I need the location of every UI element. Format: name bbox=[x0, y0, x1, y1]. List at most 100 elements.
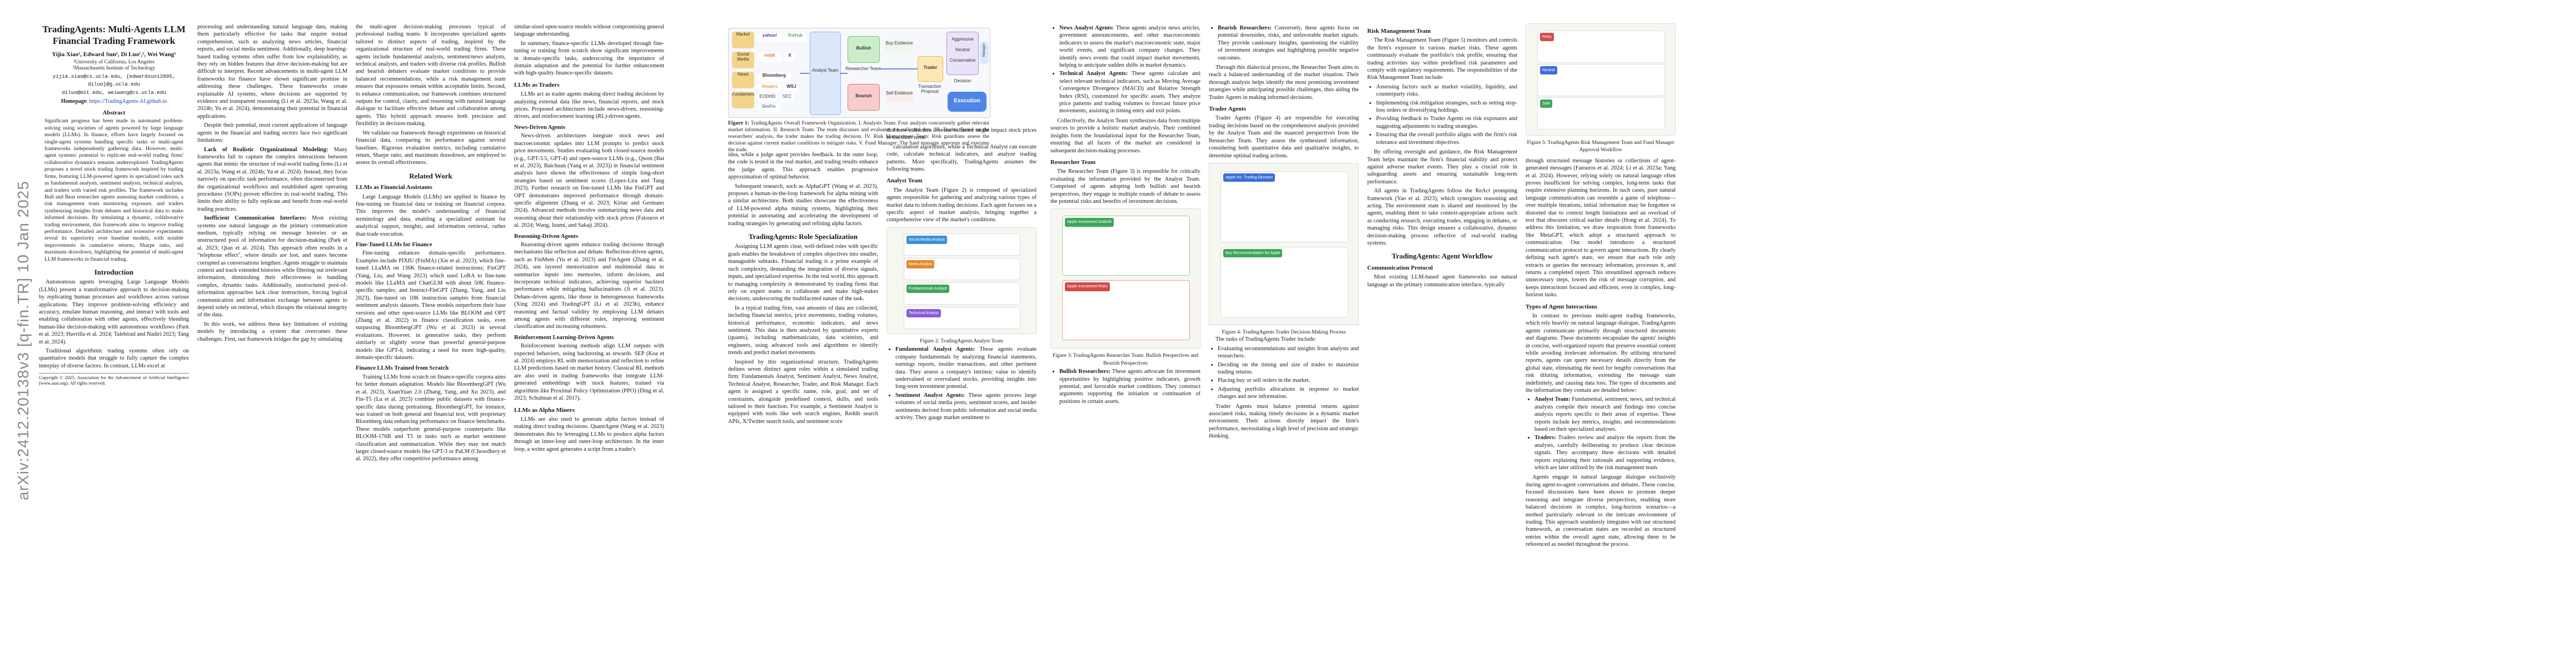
fig4-card-buy: Buy Recommendation for Apple bbox=[1220, 246, 1348, 318]
arrow-sources-to-analysts bbox=[800, 73, 810, 74]
intro-heading: Introduction bbox=[94, 267, 134, 276]
source-social: Social Media bbox=[732, 52, 754, 68]
scratch-heading: Finance LLMs Trained from Scratch bbox=[356, 365, 449, 372]
researcher-team-label-box: Researcher Team bbox=[843, 66, 883, 79]
trader-task-4: Adjusting portfolio allocations in respo… bbox=[1218, 386, 1359, 401]
fig5-card-neutral: Neutral bbox=[1537, 64, 1665, 96]
col5-paragraph-2: Subsequent research, such as AlphaGPT (W… bbox=[728, 183, 878, 227]
arrow-researchers-to-trader bbox=[879, 68, 918, 69]
copyright-footnote: Copyright © 2025, Association for the Ad… bbox=[39, 373, 189, 386]
logo-reuters: Reuters bbox=[758, 84, 782, 92]
sent-analyst-item: Sentiment Analyst Agents: These agents p… bbox=[895, 392, 1037, 422]
col3-paragraph-5: Training LLMs from scratch on finance-sp… bbox=[356, 374, 506, 462]
col4-paragraph-6: Reinforcement learning methods align LLM… bbox=[514, 343, 664, 402]
risk-task-2: Implementing risk mitigation strategies,… bbox=[1376, 99, 1517, 115]
figure-5-caption: Figure 5: TradingAgents Risk Management … bbox=[1527, 140, 1675, 153]
interaction-traders-item: Traders: Traders review and analyze the … bbox=[1534, 434, 1676, 471]
interaction-traders-label: Traders: bbox=[1534, 435, 1556, 441]
researcher-roles-list: Bullish Researchers: These agents advoca… bbox=[1050, 368, 1200, 405]
risk-conservative-label: Conservative bbox=[949, 58, 976, 63]
logo-x: X bbox=[784, 53, 795, 62]
page3-col1: idea, while a judge agent provides feedb… bbox=[728, 151, 878, 651]
finetune-heading: Fine-Tuned LLMs for Finance bbox=[356, 241, 432, 248]
col8-paragraph-4: Trader Agents must balance potential ret… bbox=[1209, 403, 1359, 440]
col8-paragraph-2: Trader Agents (Figure 4) are responsible… bbox=[1209, 115, 1359, 159]
manager-box: Manager bbox=[980, 42, 989, 64]
source-social-label: Social Media bbox=[737, 52, 749, 62]
col4-paragraph-1: similar-sized open-source models without… bbox=[514, 24, 664, 38]
col10-paragraph-3: Agents engage in natural language dialog… bbox=[1526, 474, 1676, 548]
col5-paragraph-5: Inspired by this organizational structur… bbox=[728, 359, 878, 425]
interaction-analyst-text: Fundamental, sentiment, news, and techni… bbox=[1534, 396, 1676, 433]
trader-box: Trader bbox=[918, 56, 943, 82]
logo-reddit: reddit bbox=[758, 53, 782, 62]
interaction-traders-text: Traders review and analyze the reports f… bbox=[1534, 435, 1676, 471]
abstract-heading: Abstract bbox=[102, 109, 126, 117]
risk-aggressive-label: Aggressive bbox=[951, 37, 974, 42]
fig5-card-risky-label: Risky bbox=[1540, 33, 1554, 42]
col4-paragraph-4: News-driven architectures integrate stoc… bbox=[514, 133, 664, 229]
col4-paragraph-5: Reasoning-driven agents enhance trading … bbox=[514, 241, 664, 330]
role-specialization-heading: TradingAgents: Role Specialization bbox=[748, 232, 858, 241]
interaction-analyst-item: Analyst Team: Fundamental, sentiment, ne… bbox=[1534, 396, 1676, 433]
bullish-label: Bullish bbox=[856, 46, 871, 51]
risk-team-box: Aggressive Neutral Conservative bbox=[946, 32, 979, 75]
news-driven-heading: News-Driven Agents bbox=[514, 124, 566, 131]
col2-limitation-1: Lack of Realistic Organizational Modelin… bbox=[197, 146, 347, 213]
logo-finnhub: finnhub bbox=[784, 33, 806, 42]
paper-authors: Yijia Xiao¹, Edward Sun¹, Di Luo¹,², Wei… bbox=[52, 51, 176, 58]
fig2-card-news: News Analyst bbox=[904, 257, 1020, 280]
homepage-link[interactable]: https://TradingAgents-AI.github.io bbox=[89, 98, 167, 104]
page4-col1: News Analyst Agents: These agents analyz… bbox=[1050, 23, 1200, 651]
page1-col1: TradingAgents: Multi-Agents LLM Financia… bbox=[39, 23, 189, 651]
logo-wsj-label: WSJ bbox=[786, 84, 796, 89]
col2-paragraph-2: Despite their potential, most current ap… bbox=[197, 122, 347, 144]
fig4-card-buy-label: Buy Recommendation for Apple bbox=[1223, 248, 1283, 258]
risk-tasks-list: Assessing factors such as market volatil… bbox=[1367, 83, 1517, 146]
tech-analyst-label: Technical Analyst Agents: bbox=[1059, 71, 1128, 77]
col9-paragraph-2: By offering oversight and guidance, the … bbox=[1367, 149, 1517, 185]
sell-evidence-box: Sell Evidence bbox=[885, 91, 913, 103]
fig4-card-decision-label: Apple Inc. Trading Decision bbox=[1223, 173, 1275, 182]
llm-traders-heading: LLMs as Traders bbox=[514, 81, 560, 88]
fig3-card-bull: Apple Investment Outlook bbox=[1062, 216, 1190, 276]
logo-bloomberg-label: Bloomberg bbox=[762, 73, 786, 78]
bearish-label: Bearish bbox=[855, 93, 872, 98]
bull-researcher-item: Bullish Researchers: These agents advoca… bbox=[1059, 368, 1200, 405]
bear-researcher-text: Conversely, these agents focus on potent… bbox=[1218, 25, 1359, 61]
bullish-box: Bullish bbox=[848, 36, 880, 63]
col3-paragraph-2: We validate our framework through experi… bbox=[356, 130, 506, 166]
analyst-roles-list: Fundamental Analyst Agents: These agents… bbox=[886, 346, 1037, 421]
fig2-card-news-label: News Analyst bbox=[906, 260, 935, 269]
arxiv-stamp-text: arXiv:2412.20138v3 [q-fin.TR] 10 Jan 202… bbox=[14, 181, 32, 500]
risk-task-3: Providing feedback to Trader Agents on r… bbox=[1376, 115, 1517, 130]
news-analyst-text: These agents analyze news articles, gove… bbox=[1059, 25, 1200, 69]
limitation-1-label: Lack of Realistic Organizational Modelin… bbox=[204, 146, 328, 153]
fig2-card-social-label: Social Media Analyst bbox=[906, 235, 947, 245]
bear-researcher-label: Bearish Researchers: bbox=[1218, 25, 1272, 31]
col10-paragraph-2: In contrast to previous multi-agent trad… bbox=[1526, 312, 1676, 394]
risk-task-1: Assessing factors such as market volatil… bbox=[1376, 83, 1517, 98]
workflow-heading: TradingAgents: Agent Workflow bbox=[1392, 252, 1493, 261]
tech-analyst-item: Technical Analyst Agents: These agents c… bbox=[1059, 70, 1200, 115]
source-news: News bbox=[732, 72, 754, 88]
fund-analyst-item: Fundamental Analyst Agents: These agents… bbox=[895, 346, 1037, 390]
intro-paragraph-2: Traditional algorithmic trading systems … bbox=[39, 348, 189, 369]
col2-paragraph-1: processing and understanding natural lan… bbox=[197, 24, 347, 120]
limitation-2-label: Inefficient Communication Interfaces: bbox=[204, 215, 307, 222]
risk-task-4: Ensuring that the overall portfolio alig… bbox=[1376, 131, 1517, 146]
bearish-box: Bearish bbox=[848, 84, 880, 111]
figure-5-risk: Risky Neutral Safe bbox=[1526, 23, 1676, 136]
fig2-card-fundamentals: Fundamentals Analyst bbox=[904, 282, 1020, 305]
logo-yahoo: yahoo! bbox=[758, 33, 782, 42]
analyst-team-heading: Analyst Team bbox=[886, 177, 923, 185]
logo-wsj: WSJ bbox=[784, 84, 799, 92]
decision-label: Decision bbox=[954, 78, 971, 83]
llm-assistants-heading: LLMs as Financial Assistants bbox=[356, 184, 432, 191]
fig5-card-safe: Safe bbox=[1537, 97, 1665, 130]
fund-analyst-label: Fundamental Analyst Agents: bbox=[895, 346, 975, 353]
fig2-card-social: Social Media Analyst bbox=[904, 233, 1020, 256]
reasoning-driven-heading: Reasoning-Driven Agents bbox=[514, 233, 579, 240]
source-fundamentals-label: Fundamentals bbox=[732, 92, 754, 97]
fig5-card-safe-label: Safe bbox=[1540, 99, 1553, 108]
